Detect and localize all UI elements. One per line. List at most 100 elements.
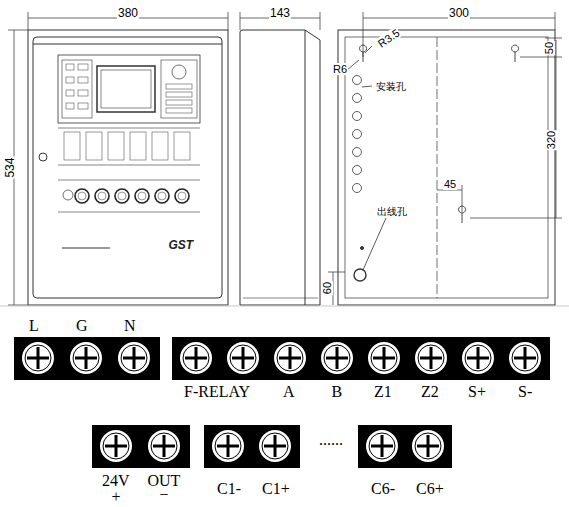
dimension-text: 320 xyxy=(545,130,557,150)
line-stroke xyxy=(8,305,28,306)
dimension-text: 380 xyxy=(117,7,139,20)
line-stroke xyxy=(362,86,372,87)
knockout-hole xyxy=(353,94,362,103)
indicator xyxy=(78,90,88,96)
dimension-text: R6 xyxy=(332,63,348,75)
rect-stroke xyxy=(172,337,550,380)
line-stroke xyxy=(347,60,359,70)
line-stroke xyxy=(363,12,364,57)
rect-stroke xyxy=(58,55,200,123)
keypad-row xyxy=(166,92,192,97)
line-stroke xyxy=(320,12,321,30)
rect-stroke xyxy=(338,30,555,305)
terminal-screw xyxy=(226,341,260,375)
screw-head xyxy=(103,433,129,459)
line-stroke xyxy=(365,46,372,53)
terminal-label: S- xyxy=(517,383,533,401)
terminal-screw xyxy=(414,341,448,375)
terminal-label: − xyxy=(159,486,170,504)
screw-slot xyxy=(27,347,49,369)
terminal-screw xyxy=(147,429,181,463)
line-stroke xyxy=(328,272,345,273)
terminal-label: S+ xyxy=(467,383,487,401)
circle-stroke xyxy=(63,190,73,200)
line-stroke xyxy=(545,38,562,39)
terminal-screw xyxy=(365,429,399,463)
panel-button xyxy=(75,189,89,203)
line-stroke xyxy=(228,12,229,30)
dimension-text: 300 xyxy=(448,7,470,20)
screw-head xyxy=(215,433,241,459)
dimension-text: 安装孔 xyxy=(375,81,407,92)
divider-line xyxy=(0,306,569,307)
screw-slot xyxy=(417,435,439,457)
screw-slot xyxy=(514,347,536,369)
terminal-label: C6+ xyxy=(415,480,445,498)
screw-slot xyxy=(232,347,254,369)
screw-head xyxy=(277,345,303,371)
rect-stroke xyxy=(62,60,92,118)
button-inner xyxy=(178,192,186,200)
terminal-screw xyxy=(69,341,103,375)
zone-module xyxy=(152,132,168,160)
screw-slot xyxy=(279,347,301,369)
rect-stroke xyxy=(33,37,222,298)
path-stroke xyxy=(512,45,519,62)
knockout-hole xyxy=(353,166,362,175)
button-inner xyxy=(118,192,126,200)
brand-logo: GST xyxy=(168,239,195,252)
screw-head xyxy=(371,345,397,371)
dimension-lines xyxy=(8,12,562,305)
screw-slot xyxy=(105,435,127,457)
path-stroke xyxy=(459,206,466,223)
terminal-screw xyxy=(320,341,354,375)
terminal-label: F-RELAY xyxy=(183,383,251,401)
indicator xyxy=(66,103,74,109)
screw-head xyxy=(512,345,538,371)
screw-head xyxy=(151,433,177,459)
line-stroke xyxy=(58,180,200,181)
screw-slot xyxy=(75,347,97,369)
front-view xyxy=(28,30,228,305)
screw-head xyxy=(418,345,444,371)
screw-slot xyxy=(326,347,348,369)
side-view xyxy=(240,30,320,305)
terminal-screw xyxy=(367,341,401,375)
terminal-screw xyxy=(21,341,55,375)
keypad-row xyxy=(166,84,192,89)
line-stroke xyxy=(520,57,562,58)
dimension-text: 45 xyxy=(443,178,457,190)
screw-head xyxy=(324,345,350,371)
zone-module xyxy=(108,132,124,160)
indicator xyxy=(66,90,74,96)
terminal-screw xyxy=(99,429,133,463)
line-stroke xyxy=(8,30,28,31)
indicator xyxy=(78,64,88,70)
terminal-label: 24V xyxy=(101,472,131,490)
zone-module xyxy=(64,132,80,160)
line-stroke xyxy=(58,165,200,166)
button-inner xyxy=(158,192,166,200)
terminal-label: Z1 xyxy=(373,383,393,401)
panel-button xyxy=(155,189,169,203)
screw-head xyxy=(230,345,256,371)
line-stroke xyxy=(462,185,463,212)
button-inner xyxy=(138,192,146,200)
knockout-hole xyxy=(353,148,362,157)
indicator xyxy=(78,103,88,109)
knockout-hole xyxy=(353,184,362,193)
keypad-row xyxy=(166,108,192,113)
button-inner xyxy=(98,192,106,200)
terminal-label: A xyxy=(282,383,296,401)
rect-stroke xyxy=(97,66,155,112)
terminal-screw xyxy=(508,341,542,375)
zone-module xyxy=(86,132,102,160)
terminal-screw xyxy=(117,341,151,375)
button-inner xyxy=(78,192,86,200)
screw-head xyxy=(183,345,209,371)
terminal-screw xyxy=(258,429,292,463)
terminal-label: G xyxy=(75,317,89,335)
screw-slot xyxy=(420,347,442,369)
panel-button xyxy=(95,189,109,203)
